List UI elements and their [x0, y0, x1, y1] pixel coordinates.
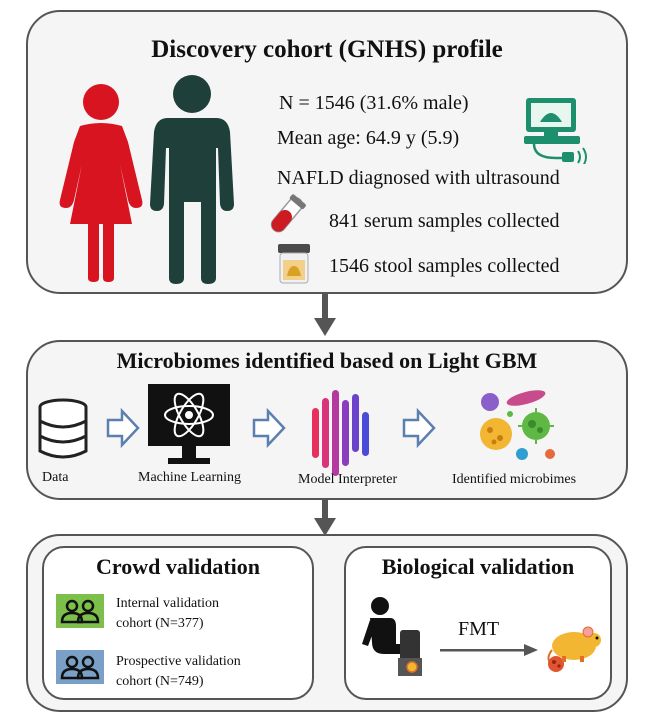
test-tube-icon — [270, 194, 306, 233]
prospective-cohort-line1: Prospective validation — [116, 654, 241, 669]
internal-cohort-line2: cohort (N=377) — [116, 616, 204, 631]
serum-samples: 841 serum samples collected — [329, 210, 560, 232]
microbiome-panel: Microbiomes identified based on Light GB… — [26, 340, 628, 500]
step-interpreter-label: Model Interpreter — [298, 472, 398, 487]
microbiome-title: Microbiomes identified based on Light GB… — [116, 348, 538, 373]
step-microbes-label: Identified microbimes — [452, 472, 577, 487]
discovery-panel: Discovery cohort (GNHS) profile N = 1546… — [26, 10, 628, 294]
female-figure-icon — [59, 84, 143, 282]
fmt-arrow — [440, 644, 538, 656]
internal-cohort-line1: Internal validation — [116, 596, 220, 611]
database-icon — [38, 398, 88, 459]
stool-container-icon — [278, 244, 310, 284]
fmt-label: FMT — [458, 618, 500, 640]
flow-arrow-icon — [252, 408, 286, 448]
ultrasound-machine-icon — [524, 98, 587, 164]
validation-panel: Crowd validation Internal validation coh… — [26, 534, 628, 712]
internal-cohort-icon — [56, 594, 104, 628]
down-arrow-1 — [314, 292, 336, 336]
step-data-label: Data — [42, 470, 69, 485]
flow-arrow-icon — [106, 408, 140, 448]
biological-validation-box: Biological validation FMT — [344, 546, 612, 700]
step-ml-label: Machine Learning — [138, 470, 242, 485]
prospective-cohort-icon — [56, 650, 104, 684]
machine-learning-icon — [148, 384, 230, 464]
flow-arrow-icon — [402, 408, 436, 448]
mean-age: Mean age: 64.9 y (5.9) — [277, 127, 460, 149]
prospective-cohort-label: Prospective validation cohort (N=749) — [116, 652, 241, 692]
biological-validation-title: Biological validation — [381, 554, 575, 579]
microbes-icon — [480, 390, 555, 460]
nafld-diagnosis: NAFLD diagnosed with ultrasound — [277, 167, 560, 189]
mouse-icon — [547, 626, 601, 672]
discovery-title: Discovery cohort (GNHS) profile — [151, 36, 503, 63]
person-on-toilet-icon — [362, 597, 422, 676]
crowd-validation-box: Crowd validation Internal validation coh… — [42, 546, 314, 700]
model-interpreter-icon — [312, 390, 369, 476]
down-arrow-2 — [314, 498, 336, 536]
internal-cohort-label: Internal validation cohort (N=377) — [116, 594, 219, 634]
male-figure-icon — [150, 75, 234, 284]
crowd-validation-title: Crowd validation — [95, 554, 260, 579]
prospective-cohort-line2: cohort (N=749) — [116, 674, 204, 689]
cohort-size: N = 1546 (31.6% male) — [279, 92, 469, 114]
stool-samples: 1546 stool samples collected — [329, 255, 560, 277]
